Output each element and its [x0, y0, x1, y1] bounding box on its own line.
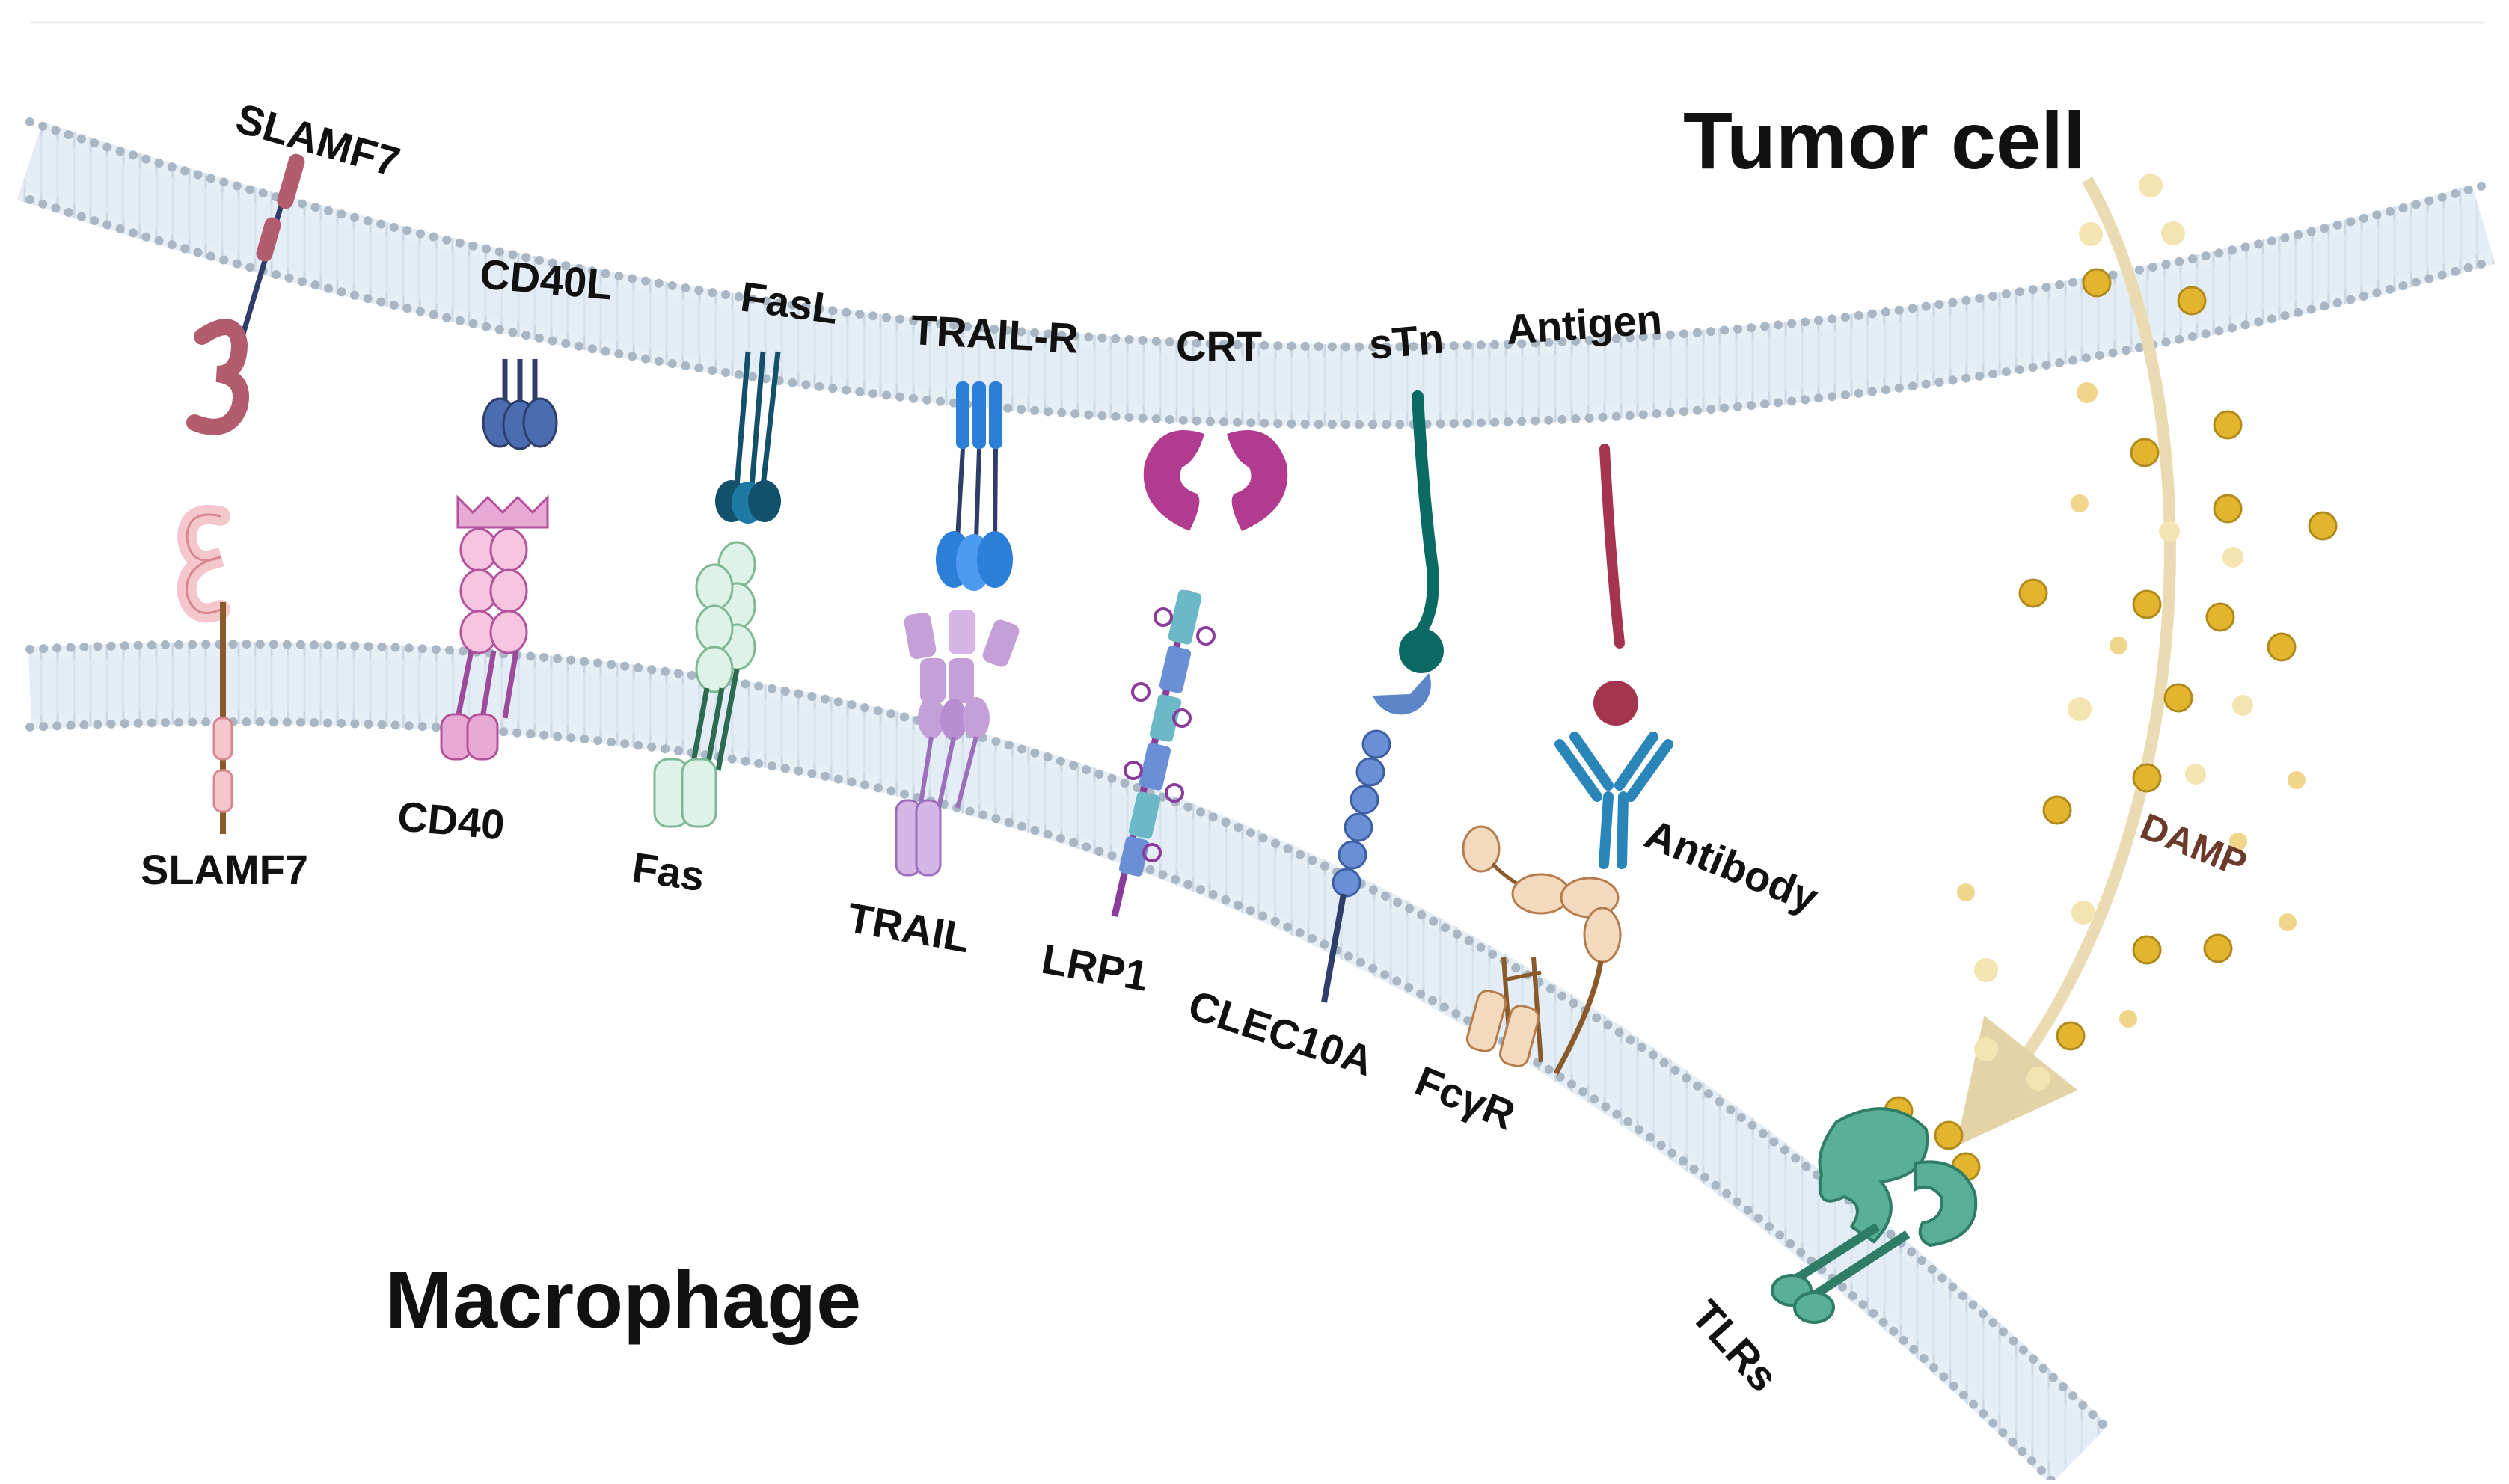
slamf7-macrophage-receptor — [177, 505, 233, 834]
label-antibody: Antibody — [1639, 810, 1825, 922]
cd40-receptor — [440, 494, 549, 761]
fasl-ligand — [715, 351, 781, 524]
cd40l-ligand — [482, 359, 558, 450]
label-trail-r: TRAIL-R — [910, 306, 1079, 362]
trail-ligand — [895, 610, 1020, 877]
clec10a-receptor — [1321, 673, 1431, 1003]
label-lrp1: LRP1 — [1038, 935, 1152, 1000]
crt-protein — [1143, 430, 1288, 531]
fcgr-receptor — [1462, 825, 1622, 1075]
macrophage-membrane — [25, 640, 2110, 1484]
tumor-cell-title: Tumor cell — [1683, 95, 2086, 186]
antibody — [1554, 732, 1673, 869]
label-stn: sTn — [1367, 315, 1446, 368]
slamf7-tumor-receptor — [186, 153, 305, 435]
damp-arrow — [1956, 177, 2176, 1147]
tlrs-receptor — [1771, 1107, 1978, 1324]
label-cd40l: CD40L — [478, 250, 614, 308]
macrophage-title: Macrophage — [385, 1254, 861, 1345]
trail-r-receptor — [936, 381, 1013, 591]
label-slamf7-tumor: SLAMF7 — [231, 94, 405, 186]
label-antigen: Antigen — [1504, 295, 1663, 353]
label-trail: TRAIL — [844, 894, 973, 962]
label-fcgr: FcγR — [1409, 1057, 1522, 1139]
tumor-cell-membrane — [16, 117, 2496, 429]
antigen — [1593, 444, 1638, 726]
fas-receptor — [653, 541, 756, 828]
label-cd40: CD40 — [396, 792, 506, 848]
lrp1-receptor — [1111, 589, 1216, 918]
label-fas: Fas — [629, 843, 707, 900]
label-tlrs: TLRs — [1682, 1291, 1787, 1400]
label-clec10a: CLEC10A — [1183, 981, 1379, 1085]
label-damp: DAMP — [2135, 805, 2252, 885]
stn-antigen — [1399, 390, 1444, 673]
label-crt: CRT — [1176, 322, 1262, 370]
label-slamf7-macrophage: SLAMF7 — [141, 846, 308, 893]
